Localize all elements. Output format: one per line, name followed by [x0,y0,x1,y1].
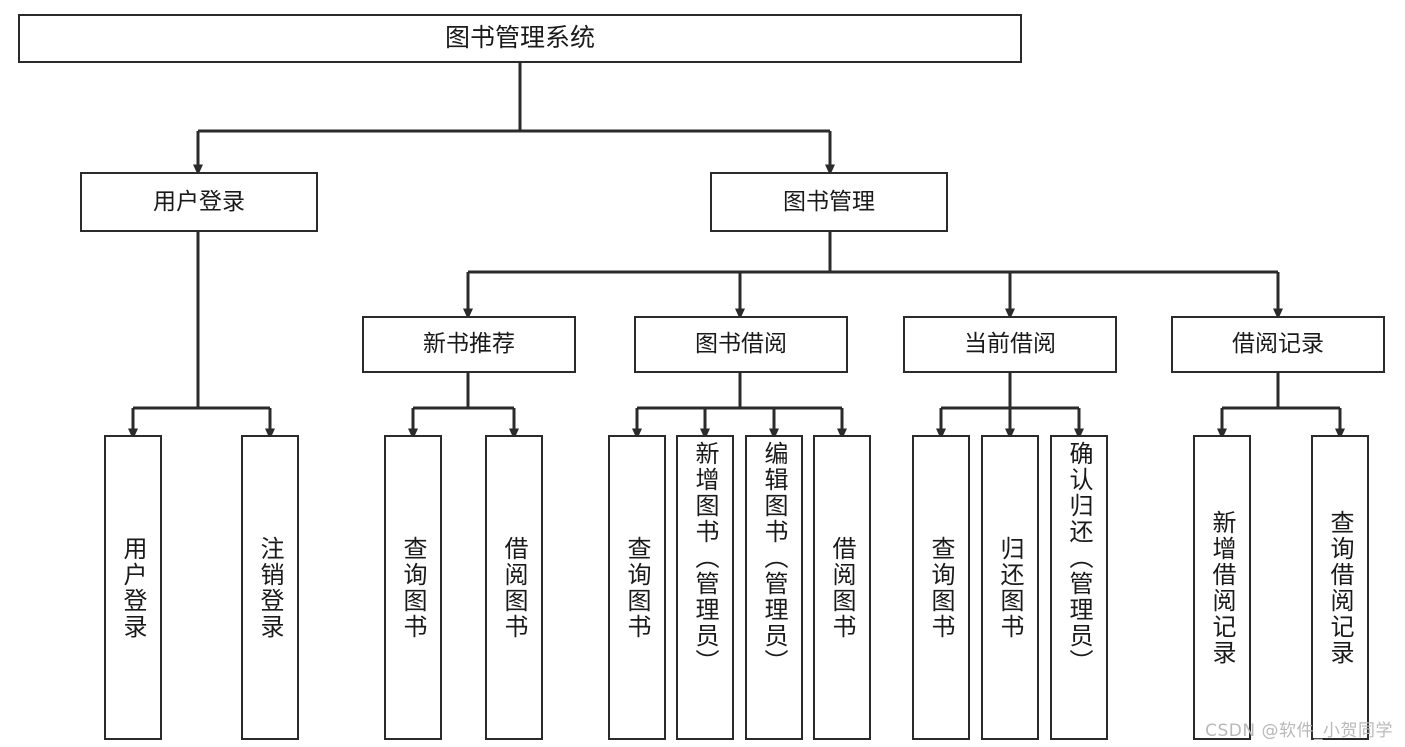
connector-group-current-borrow [936,373,1084,440]
node-leaf-borrow-book-recommend[interactable]: 借阅图书 [485,435,543,740]
node-leaf-edit-book-admin[interactable]: 编辑图书（管理员） [745,435,803,740]
node-user-login-label: 用户登录 [153,188,245,215]
node-current-borrow-label: 当前借阅 [964,331,1056,358]
node-leaf-query-borrow-record[interactable]: 查询借阅记录 [1311,435,1369,740]
node-leaf-add-borrow-record[interactable]: 新增借阅记录 [1193,435,1251,740]
node-book-manage[interactable]: 图书管理 [710,172,948,232]
node-leaf-borrow-book-label: 借阅图书 [828,535,856,640]
node-user-login[interactable]: 用户登录 [80,172,318,232]
node-root-system[interactable]: 图书管理系统 [18,14,1022,63]
node-borrow-record[interactable]: 借阅记录 [1171,316,1385,373]
node-book-borrow-label: 图书借阅 [695,331,787,358]
node-leaf-logout[interactable]: 注销登录 [241,435,299,740]
node-leaf-borrow-book[interactable]: 借阅图书 [813,435,871,740]
node-leaf-confirm-return-admin[interactable]: 确认归还（管理员） [1050,435,1108,740]
node-current-borrow[interactable]: 当前借阅 [903,316,1117,373]
node-leaf-return-book-label: 归还图书 [996,535,1024,640]
node-leaf-query-book-borrow[interactable]: 查询图书 [608,435,666,740]
node-leaf-confirm-return-admin-label: 确认归还（管理员） [1065,441,1093,675]
node-leaf-add-book-admin-label: 新增图书（管理员） [691,441,719,675]
node-book-manage-label: 图书管理 [783,188,875,215]
node-root-label: 图书管理系统 [444,23,595,53]
node-leaf-add-borrow-record-label: 新增借阅记录 [1208,509,1236,666]
connector-group-borrow-record [1217,373,1345,440]
connector-group-new-book [408,373,519,440]
node-leaf-return-book[interactable]: 归还图书 [981,435,1039,740]
node-book-borrow[interactable]: 图书借阅 [634,316,848,373]
node-leaf-add-book-admin[interactable]: 新增图书（管理员） [676,435,734,740]
node-leaf-query-book-current-label: 查询图书 [927,535,955,640]
node-borrow-record-label: 借阅记录 [1232,331,1324,358]
node-leaf-user-login[interactable]: 用户登录 [104,435,162,740]
node-new-book-recommend[interactable]: 新书推荐 [362,316,576,373]
node-leaf-query-book-recommend-label: 查询图书 [399,535,427,640]
node-leaf-query-book-borrow-label: 查询图书 [623,535,651,640]
node-leaf-logout-label: 注销登录 [256,535,284,640]
node-leaf-user-login-label: 用户登录 [119,535,147,640]
connector-group-book-manage [463,232,1283,320]
node-new-book-recommend-label: 新书推荐 [423,331,515,358]
node-leaf-query-borrow-record-label: 查询借阅记录 [1326,509,1354,666]
connector-group-book-borrow [632,373,847,440]
node-leaf-borrow-book-recommend-label: 借阅图书 [500,535,528,640]
node-leaf-edit-book-admin-label: 编辑图书（管理员） [760,441,788,675]
node-leaf-query-book-recommend[interactable]: 查询图书 [384,435,442,740]
connector-group-user-login [128,232,275,440]
node-leaf-query-book-current[interactable]: 查询图书 [912,435,970,740]
connector-group-root [193,63,835,176]
